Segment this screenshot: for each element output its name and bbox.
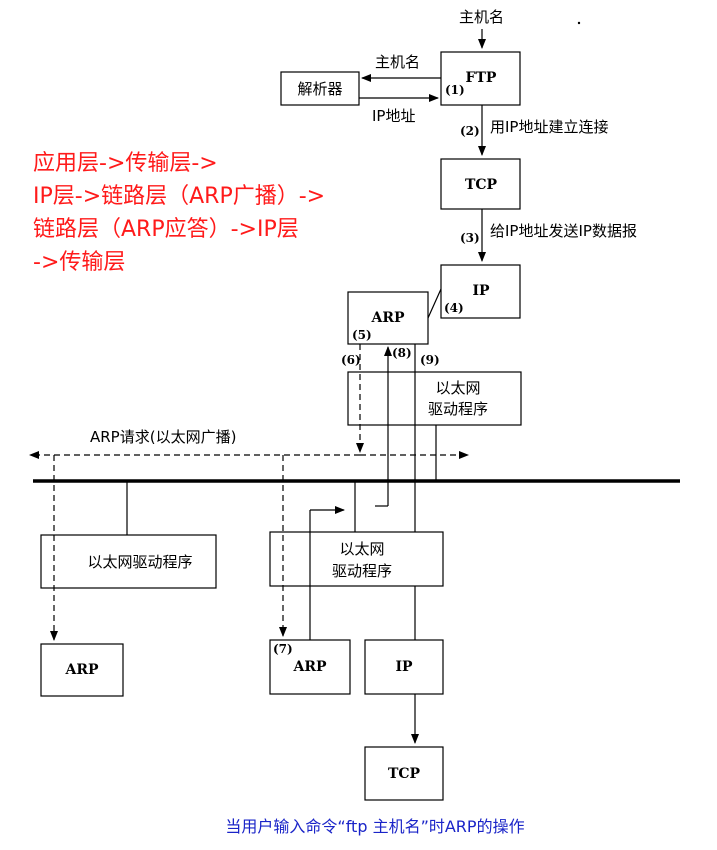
- right-eth-driver-box: [269, 531, 444, 587]
- stray-dot: [577, 21, 581, 25]
- right-eth-driver-line1: 以太网: [339, 540, 384, 558]
- annotation-line-2: IP层->链路层（ARP广播）->: [33, 184, 325, 209]
- left-eth-driver-label: 以太网驱动程序: [87, 553, 192, 571]
- right-tcp-label: TCP: [388, 766, 421, 782]
- ftp-box: [440, 51, 521, 106]
- annotation-line-3: 链路层（ARP应答）->IP层: [33, 217, 299, 242]
- ip-step-4: (4): [444, 301, 464, 315]
- ip-top-label: IP: [472, 283, 490, 299]
- right-arp-label: ARP: [292, 659, 326, 675]
- ip-top-box: [440, 264, 521, 319]
- broadcast-label: ARP请求(以太网广播): [90, 428, 236, 446]
- annotation-line-4: ->传输层: [33, 250, 125, 275]
- left-arp-box: [40, 643, 124, 697]
- ip-arp-link: [427, 288, 442, 319]
- resolver-request-label: 主机名: [375, 53, 420, 71]
- left-eth-driver-box: [40, 534, 217, 589]
- step-8: (8): [392, 346, 412, 360]
- arp-top-box: [347, 291, 429, 345]
- step-9: (9): [420, 353, 440, 367]
- step-3-text: 给IP地址发送IP数据报: [490, 222, 637, 240]
- figure-caption: 当用户输入命令“ftp 主机名”时ARP的操作: [225, 817, 524, 836]
- right-ip-label: IP: [395, 659, 413, 675]
- step-2-text: 用IP地址建立连接: [490, 118, 608, 136]
- arp-top-label: ARP: [370, 310, 404, 326]
- resolver-reply-label: IP地址: [372, 107, 415, 125]
- tcp-top-label: TCP: [465, 177, 498, 193]
- right-eth-driver-line2: 驱动程序: [332, 562, 392, 580]
- ftp-label: FTP: [466, 70, 497, 86]
- step-3-num: (3): [460, 231, 480, 245]
- step-6: (6): [341, 353, 361, 367]
- arp-step-5: (5): [352, 328, 372, 342]
- step-2-num: (2): [460, 124, 480, 138]
- tcp-top-box: [440, 158, 521, 210]
- right-arp-box: [269, 639, 351, 695]
- left-arp-label: ARP: [64, 662, 98, 678]
- resolver-label: 解析器: [297, 80, 342, 98]
- ftp-step-1: (1): [445, 83, 465, 97]
- resolver-box: [280, 71, 360, 106]
- top-hostname-label: 主机名: [459, 8, 504, 26]
- right-ip-box: [364, 639, 444, 695]
- annotation-line-1: 应用层->传输层->: [33, 151, 218, 176]
- eth-driver-top-line1: 以太网: [435, 379, 480, 397]
- right-tcp-box: [364, 746, 444, 801]
- eth-driver-top-box: [347, 371, 522, 426]
- right-arp-step-7: (7): [273, 642, 293, 656]
- eth-driver-top-line2: 驱动程序: [428, 400, 488, 418]
